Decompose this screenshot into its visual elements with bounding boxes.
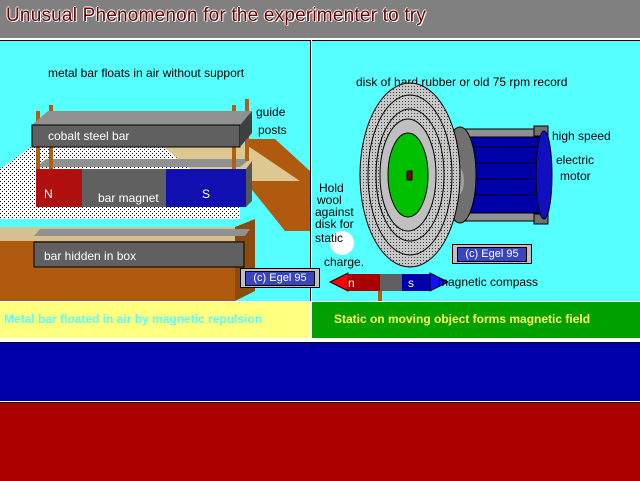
guide-posts-label-2: posts (258, 123, 287, 137)
caption-left-box: Metal bar floated in air by magnetic rep… (0, 302, 310, 338)
south-pole-label: S (202, 187, 211, 201)
page-title: Unusual Phenomenon for the experimenter … (6, 5, 427, 26)
wool-label-3: against (315, 205, 354, 219)
static-panel: disk of hard rubber or old 75 rpm record (312, 40, 640, 301)
motor-disk-illustration (328, 82, 553, 301)
cobalt-bar-label: cobalt steel bar (48, 129, 130, 143)
compass-label: magnetic compass (438, 275, 539, 289)
credit-text-right: (c) Egel 95 (457, 247, 527, 262)
motor-label-1: high speed (552, 129, 611, 143)
levitation-illustration (0, 99, 310, 301)
wool-label-5: static (315, 231, 344, 245)
wool-label-6: charge. (324, 255, 365, 269)
guide-posts-label-1: guide (256, 105, 286, 119)
hidden-bar (33, 241, 245, 268)
motor-label-2: electric (556, 153, 595, 167)
wool-label-4: disk for (315, 217, 354, 231)
hidden-bar-label: bar hidden in box (44, 249, 137, 263)
credit-text-left: (c) Egel 95 (245, 271, 315, 286)
compass-s-label: s (408, 276, 414, 290)
title-bar: Unusual Phenomenon for the experimenter … (0, 0, 640, 38)
red-band (0, 402, 640, 481)
caption-left: Metal bar floated in air by magnetic rep… (4, 312, 263, 326)
magnet-middle (82, 169, 166, 207)
compass-south (402, 274, 430, 291)
levitation-panel: metal bar floats in air without support (0, 40, 311, 301)
levitation-heading: metal bar floats in air without support (48, 66, 245, 80)
credit-badge-right: (c) Egel 95 (452, 244, 532, 264)
steel-bar-top (32, 111, 252, 125)
caption-right: Static on moving object forms magnetic f… (334, 312, 591, 326)
bar-magnet-label: bar magnet (98, 191, 159, 205)
wool-puff (330, 231, 354, 255)
magnet-north-pole (36, 169, 82, 207)
compass-n-label: n (348, 276, 355, 290)
blue-band (0, 342, 640, 401)
compass-north (348, 274, 380, 291)
north-pole-label: N (44, 187, 53, 201)
compass-north-tip (328, 272, 349, 292)
compass-south-tip (429, 272, 450, 292)
wool-label-2: wool (317, 193, 342, 207)
caption-right-box: Static on moving object forms magnetic f… (312, 302, 640, 338)
credit-badge-left: (c) Egel 95 (240, 268, 320, 288)
magnet-south-pole (166, 169, 246, 207)
motor-label-3: motor (560, 169, 591, 183)
wool-label-1: Hold (319, 181, 344, 195)
